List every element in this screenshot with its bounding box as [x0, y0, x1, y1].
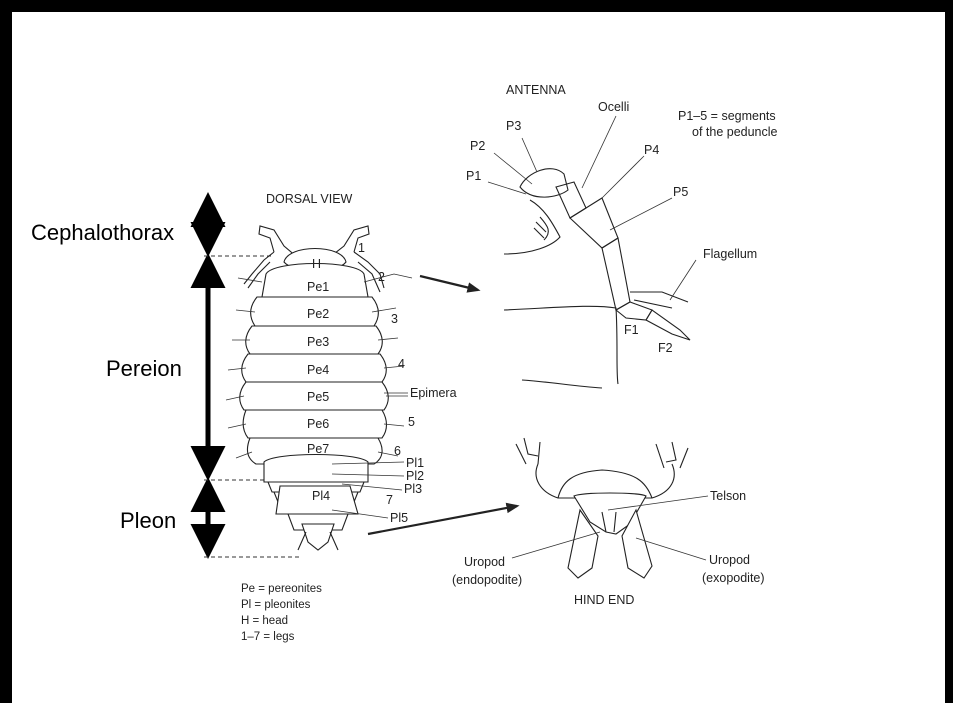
pointer-line	[670, 260, 696, 300]
pointer-line	[494, 153, 532, 184]
pleonite-label: Pl5	[390, 511, 408, 525]
peduncle-note: P1–5 = segments	[678, 109, 776, 123]
leg-number: 4	[398, 357, 405, 371]
pereonite-label: Pe1	[307, 280, 329, 294]
pereonite-label: Pe3	[307, 335, 329, 349]
pleonite-label: Pl4	[312, 489, 330, 503]
pereonite-label: Pe5	[307, 390, 329, 404]
epimera-label: Epimera	[410, 386, 457, 400]
pereonite-label: Pe4	[307, 363, 329, 377]
peduncle-segment-label: P4	[644, 143, 659, 157]
uropod-exopodite-label: (exopodite)	[702, 571, 765, 585]
key-line: Pl = pleonites	[241, 599, 311, 611]
pereion-label: Pereion	[106, 356, 182, 381]
peduncle-segment-label: P2	[470, 139, 485, 153]
key-line: H = head	[241, 615, 288, 627]
pleonite-label: Pl3	[404, 482, 422, 496]
pleonite-label: Pl2	[406, 469, 424, 483]
pereonite-label: Pe2	[307, 307, 329, 321]
key-line: Pe = pereonites	[241, 583, 322, 595]
uropod-exopodite-label: Uropod	[709, 553, 750, 567]
ocelli-label: Ocelli	[598, 100, 629, 114]
leg-number: 3	[391, 312, 398, 326]
cephalothorax-label: Cephalothorax	[31, 220, 174, 245]
pereonite-label: Pe7	[307, 442, 329, 456]
pointer-line	[602, 156, 644, 198]
flagellum-segment-label: F1	[624, 323, 639, 337]
leg-number: 7	[386, 493, 393, 507]
hind-end-title: HIND END	[574, 593, 634, 607]
peduncle-segment-label: P5	[673, 185, 688, 199]
peduncle-segment-label: P3	[506, 119, 521, 133]
leg-number: 1	[358, 241, 365, 255]
leg-number: 2	[378, 270, 385, 284]
uropod-endopodite-label: Uropod	[464, 555, 505, 569]
antenna-title: ANTENNA	[506, 83, 566, 97]
dorsal-view-title: DORSAL VIEW	[266, 192, 353, 206]
key-line: 1–7 = legs	[241, 631, 295, 643]
uropod-endopodite-label: (endopodite)	[452, 573, 522, 587]
isopod-anatomy-diagram: Cephalothorax Pereion Pleon DORSAL VIEW	[12, 12, 953, 715]
arrow-to-antenna	[420, 276, 478, 290]
flagellum-segment-label: F2	[658, 341, 673, 355]
head-label: H	[312, 257, 321, 271]
pointer-line	[610, 198, 672, 230]
flagellum-label: Flagellum	[703, 247, 757, 261]
pointer-line	[522, 138, 537, 172]
pointer-line	[582, 116, 616, 188]
hind-end-drawing	[516, 438, 688, 578]
peduncle-note: of the peduncle	[692, 125, 778, 139]
telson-label: Telson	[710, 489, 746, 503]
leg-number: 6	[394, 444, 401, 458]
leg-number: 5	[408, 415, 415, 429]
peduncle-segment-label: P1	[466, 169, 481, 183]
pereonite-label: Pe6	[307, 417, 329, 431]
antenna-drawing	[504, 169, 690, 388]
pleonite-label: Pl1	[406, 456, 424, 470]
pleon-label: Pleon	[120, 508, 176, 533]
